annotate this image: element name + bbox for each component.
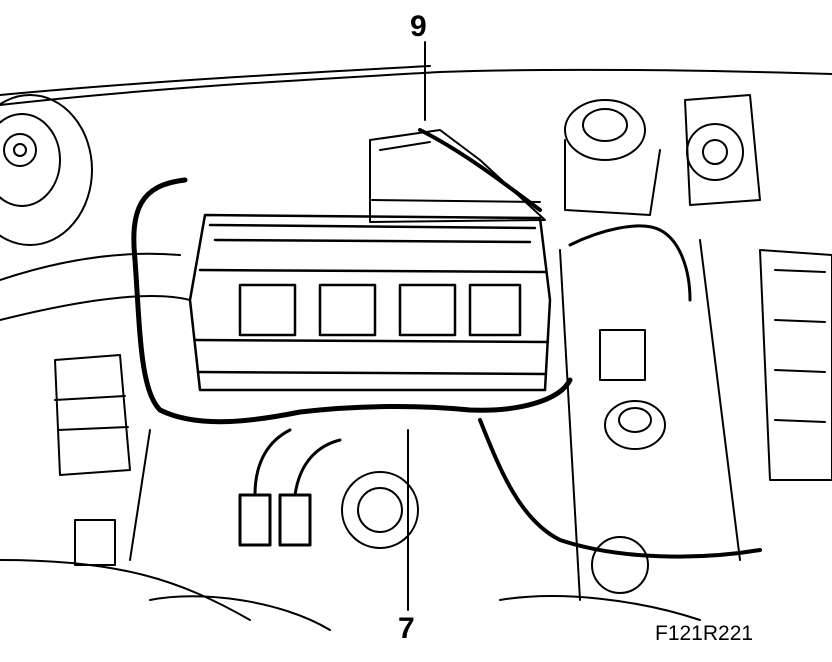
right-strut-tower [684,94,761,206]
wiring-harness [131,177,573,425]
figure-reference-id: F121R221 [655,622,754,645]
callout-label-7: 7 [398,612,415,645]
callout-label-9: 9 [410,10,427,43]
engine-block [188,213,552,392]
left-box [54,354,131,566]
lower-connectors [238,428,342,547]
brake-components [599,249,832,481]
hood-outline [0,68,832,106]
intake-cover [369,129,546,223]
left-strut-tower [0,94,93,246]
coolant-reservoir [564,99,661,216]
throttle-body [341,471,649,594]
